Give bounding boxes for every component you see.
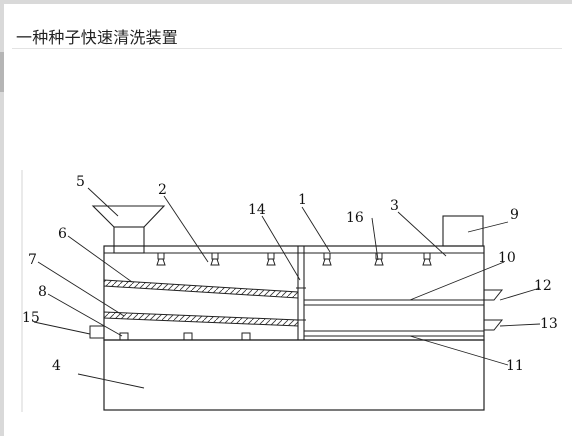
callout-1: 1: [298, 192, 307, 208]
patent-drawing: 5 2 1 3 9 14 16 6 7 8 15 4 10 12 13 11: [21, 170, 558, 412]
callout-labels: 5 2 1 3 9 14 16 6 7 8 15 4 10 12 13 11: [22, 174, 558, 374]
callout-16: 16: [346, 210, 364, 226]
callout-12: 12: [534, 278, 552, 294]
page-title: 一种种子快速清洗装置: [16, 28, 179, 47]
callout-14: 14: [248, 202, 266, 218]
support-blocks: [119, 332, 251, 341]
content-panel: 一种种子快速清洗装置: [4, 4, 572, 436]
callout-7: 7: [28, 252, 37, 268]
callout-3: 3: [390, 198, 399, 214]
hopper: [91, 205, 166, 228]
title-divider: [12, 48, 562, 49]
motor-box: [442, 215, 484, 247]
callout-6: 6: [58, 226, 67, 242]
lower-screen: [103, 311, 299, 327]
callout-4: 4: [52, 358, 61, 374]
callout-8: 8: [38, 284, 47, 300]
leader-lines: [33, 187, 541, 389]
callout-15: 15: [22, 310, 40, 326]
base-box: [103, 339, 485, 411]
callout-2: 2: [158, 182, 167, 198]
callout-11: 11: [506, 358, 524, 374]
outlet-13: [484, 319, 504, 331]
callout-13: 13: [540, 316, 558, 332]
hopper-neck: [113, 226, 145, 254]
scrollbar[interactable]: [0, 52, 4, 92]
callout-9: 9: [510, 207, 519, 223]
inlet-15: [89, 325, 105, 339]
spray-nozzles: [156, 253, 432, 266]
callout-5: 5: [76, 174, 85, 190]
callout-10: 10: [498, 250, 516, 266]
outlet-12: [484, 289, 504, 301]
upper-screen: [103, 279, 299, 299]
washing-chamber: [103, 245, 485, 341]
